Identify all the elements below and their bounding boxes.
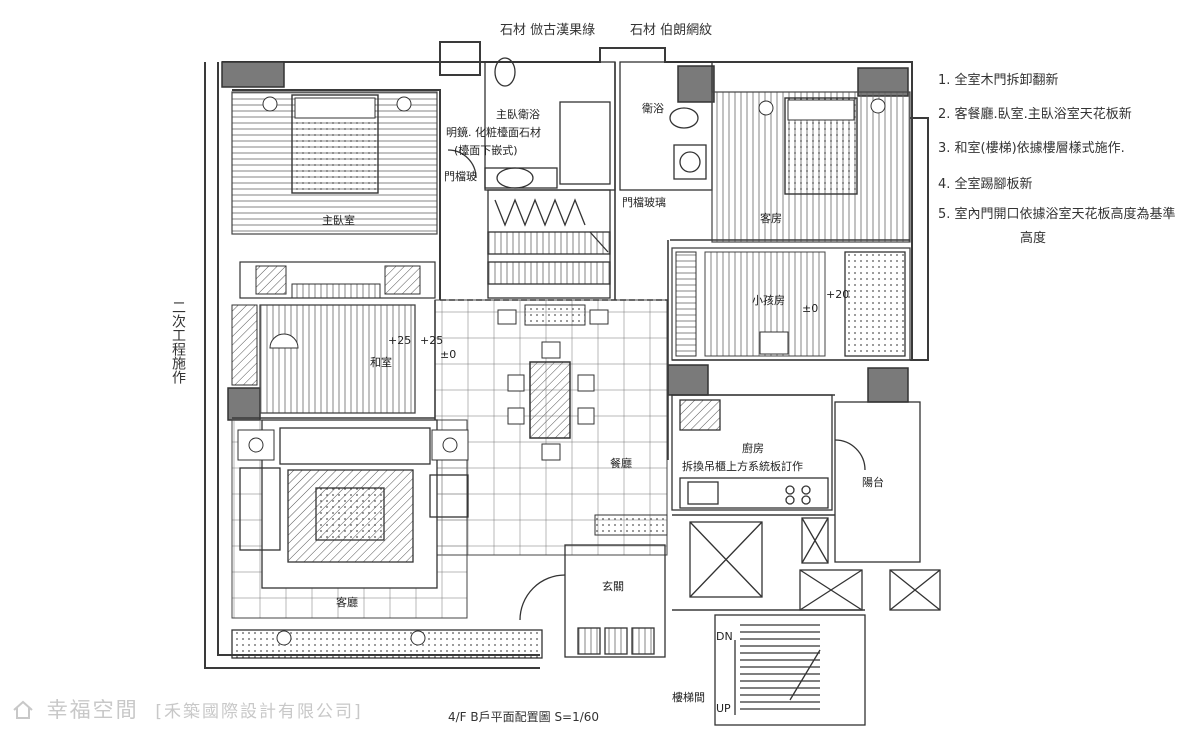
room-label-stairwell: 樓梯間 (672, 690, 705, 704)
stair-up: UP (716, 702, 731, 715)
note-5: 5. 室內門開口依據浴室天花板高度為基準 (938, 206, 1176, 222)
room-label-master-bath: 主臥衛浴 (496, 108, 540, 121)
notes-list: 1. 全室木門拆卸翻新 2. 客餐廳.臥室.主臥浴室天花板新 3. 和室(樓梯)… (938, 72, 1176, 246)
room-label-tatami: 和室 (370, 355, 392, 369)
stair-dn: DN (716, 630, 733, 643)
room-label-dining: 餐廳 (610, 456, 632, 470)
bath-note-2: (檯面下嵌式) (454, 143, 518, 157)
house-logo-icon (13, 700, 33, 719)
level-tatami-a: +25 (388, 334, 411, 347)
bath-note-1: 明鏡. 化粧檯面石材 (446, 125, 541, 139)
plan-title: 4/F B戶平面配置圖 S=1/60 (448, 710, 600, 724)
wardrobe-block (487, 189, 611, 299)
level-dining: ±0 (440, 348, 456, 361)
guest-room-area (711, 91, 911, 243)
material-label-1: 石材 倣古漢果綠 (500, 23, 595, 38)
dining-area (434, 299, 668, 556)
room-label-kitchen: 廚房 (742, 441, 764, 455)
kids-room-area (671, 247, 911, 361)
room-label-bath: 衛浴 (642, 102, 664, 115)
room-label-guest-room: 客房 (760, 211, 782, 225)
elevator-shaft (689, 517, 829, 598)
note-5-cont: 高度 (1020, 230, 1046, 246)
structural-columns (221, 61, 909, 421)
room-label-master-bedroom: 主臥室 (322, 213, 355, 227)
watermark: 幸福空間 [禾築國際設計有限公司] (12, 694, 363, 724)
living-room-area (231, 419, 543, 659)
room-label-living: 客廳 (336, 595, 358, 609)
watermark-brand: 幸福空間 (46, 698, 139, 722)
left-side-note: 二次工程施作 (170, 300, 186, 384)
note-4: 4. 全室踢腳板新 (938, 176, 1033, 192)
room-label-kids-room: 小孩房 (752, 294, 785, 307)
material-label-2: 石材 伯朗網紋 (630, 23, 712, 38)
room-label-foyer: 玄關 (602, 579, 624, 593)
foyer-area (519, 544, 666, 658)
bath-side-note: 門檔玻 (444, 169, 477, 183)
stairwell-area (714, 614, 866, 726)
level-tatami-b: +25 (420, 334, 443, 347)
interior-walls (232, 62, 910, 611)
level-kids-plus: +20 (826, 288, 849, 301)
tatami-room-area (231, 304, 416, 414)
note-1: 1. 全室木門拆卸翻新 (938, 72, 1059, 88)
room-label-balcony: 陽台 (862, 475, 884, 489)
note-3: 3. 和室(樓梯)依據樓層樣式施作. (938, 140, 1125, 156)
watermark-company: [禾築國際設計有限公司] (155, 702, 363, 722)
glass-door-note: 門檔玻璃 (622, 195, 666, 209)
note-2: 2. 客餐廳.臥室.主臥浴室天花板新 (938, 106, 1132, 122)
kitchen-note: 拆換吊櫃上方系統板訂作 (682, 459, 803, 473)
level-kids: ±0 (802, 302, 818, 315)
master-bedroom-area (231, 91, 438, 299)
balcony-area (799, 401, 941, 611)
